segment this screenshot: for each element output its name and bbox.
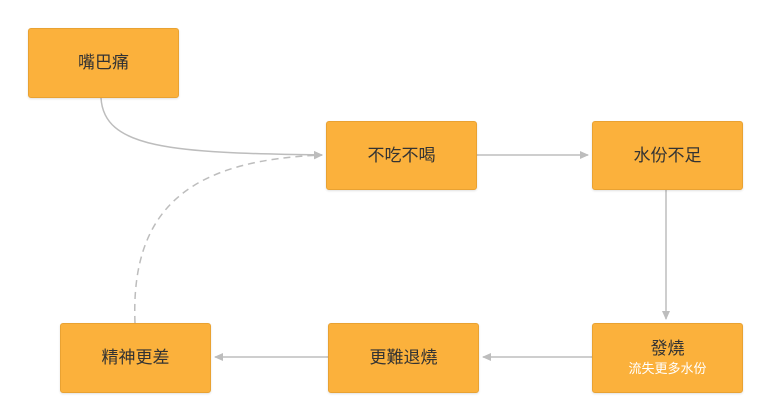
- node-not-eating: 不吃不喝: [326, 121, 477, 190]
- node-lack-water: 水份不足: [592, 121, 743, 190]
- node-label: 嘴巴痛: [78, 53, 129, 73]
- node-label: 更難退燒: [369, 348, 438, 368]
- node-label: 發燒: [650, 338, 685, 359]
- node-fever: 發燒 流失更多水份: [592, 323, 743, 393]
- node-harder-fever: 更難退燒: [328, 323, 479, 393]
- node-mouth-pain: 嘴巴痛: [28, 28, 179, 98]
- node-sublabel: 流失更多水份: [628, 361, 707, 377]
- edge-spirit-to-noeat: [134, 151, 323, 324]
- node-worse-spirit: 精神更差: [60, 323, 211, 393]
- node-label: 精神更差: [101, 348, 170, 368]
- node-label: 水份不足: [633, 145, 702, 166]
- edge-mouth-to-noeat: [100, 97, 323, 159]
- node-label: 不吃不喝: [367, 145, 436, 166]
